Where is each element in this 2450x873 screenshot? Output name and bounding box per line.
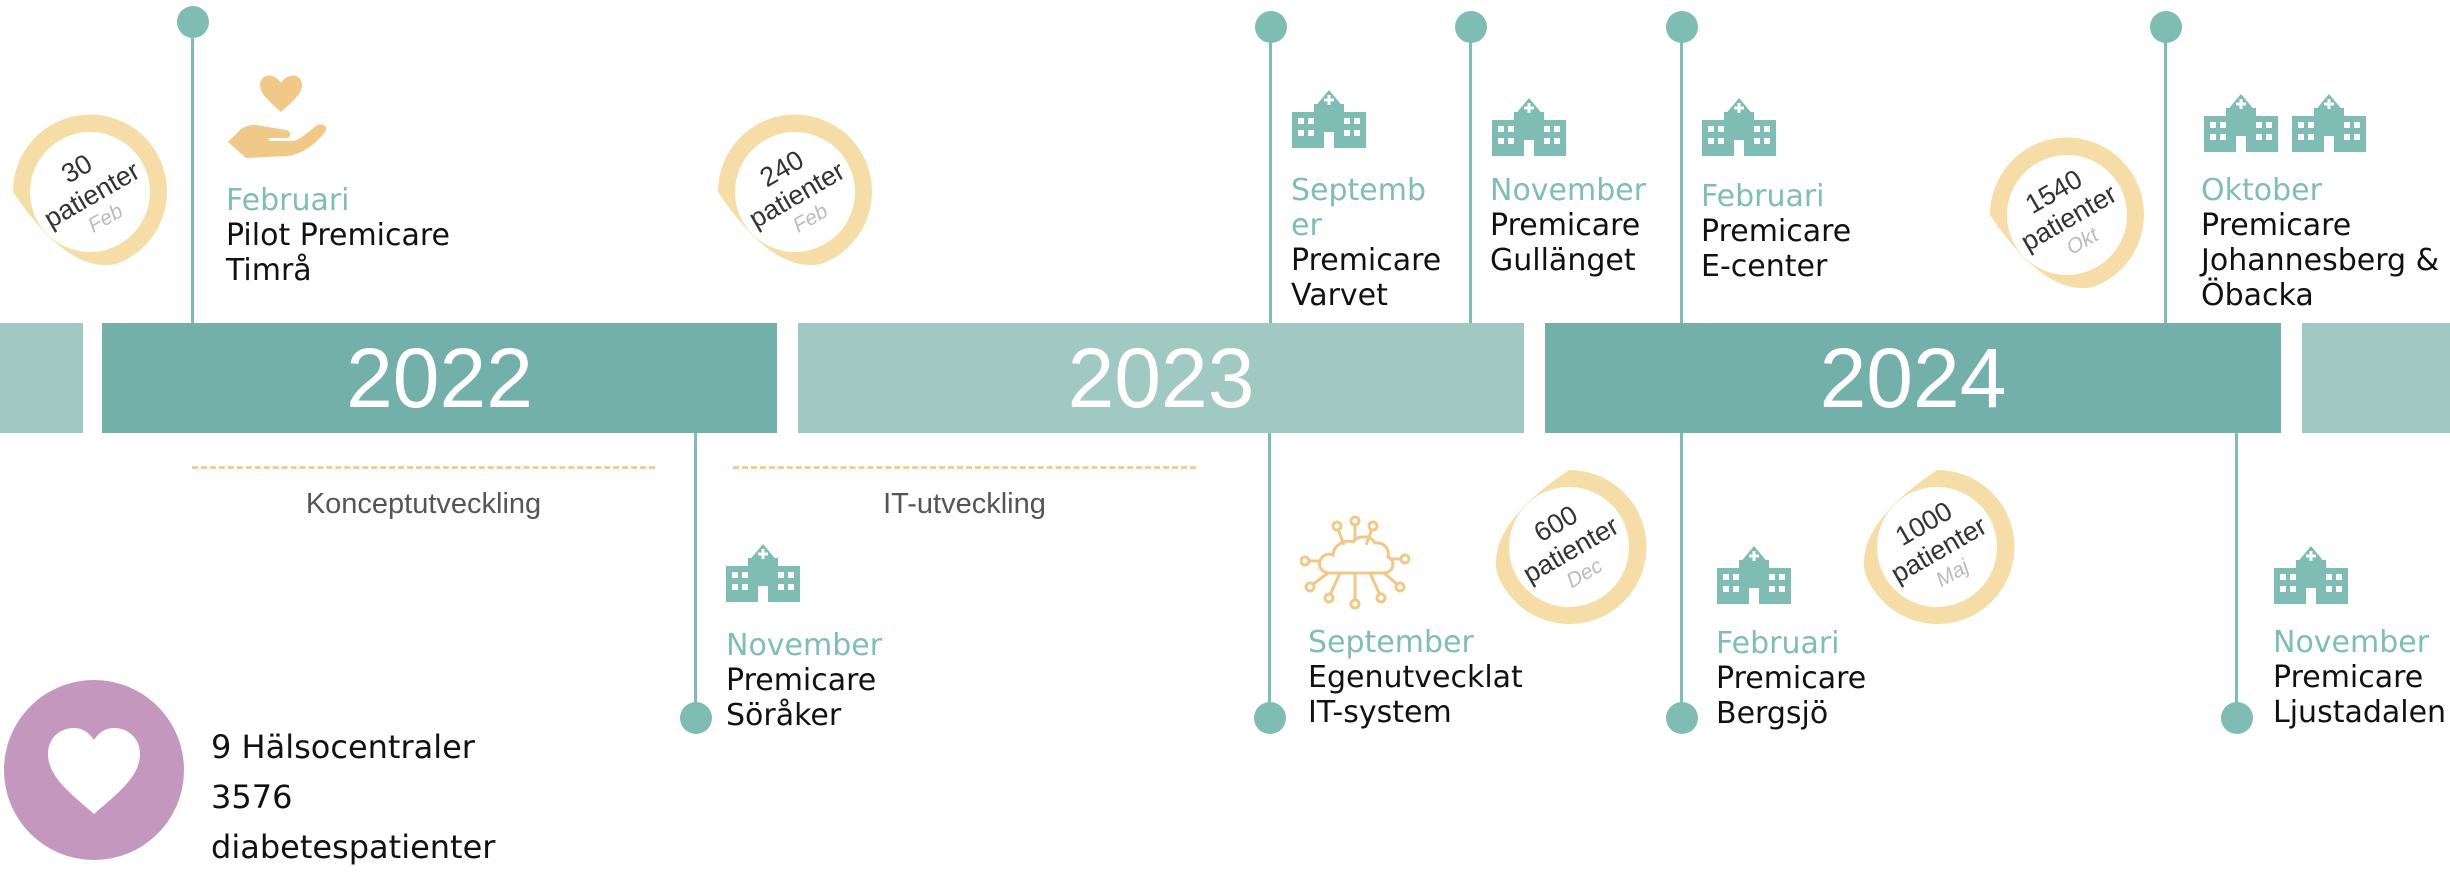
event-month: er	[1291, 208, 1322, 243]
event-line: Egenutvecklat	[1308, 660, 1523, 695]
connector-varvet	[1269, 27, 1272, 323]
it-phase-line	[733, 466, 1196, 469]
event-line: Pilot Premicare	[226, 218, 451, 253]
event-gullanget: November Premicare Gullänget	[1490, 173, 1646, 278]
event-line: Bergsjö	[1716, 696, 1829, 731]
event-line: E-center	[1701, 249, 1828, 284]
marker-ecenter	[1666, 11, 1698, 43]
event-month: November	[1490, 173, 1647, 208]
hospital-icon	[1702, 98, 1776, 156]
concept-phase-line	[192, 466, 655, 469]
event-month: Februari	[1716, 626, 1840, 661]
event-line: Premicare	[1716, 661, 1867, 696]
marker-bergsjo	[1666, 702, 1698, 734]
milestone-pin: 240 patienter Feb	[713, 110, 878, 275]
pin-shape	[12, 114, 167, 266]
hospital-icon	[726, 544, 800, 602]
event-line: Johannesberg &	[2201, 243, 2439, 278]
band-2023	[798, 323, 1524, 433]
marker-johannesberg	[2150, 11, 2182, 43]
connector-egen	[1268, 433, 1271, 718]
event-line: Gullänget	[1490, 243, 1636, 278]
connector-bergsjo	[1680, 433, 1683, 718]
marker-egen	[1254, 702, 1286, 734]
cloud-network-icon	[1300, 515, 1410, 610]
band-2024	[1545, 323, 2281, 433]
year-2022: 2022	[346, 330, 533, 425]
event-month: Septemb	[1291, 173, 1427, 208]
event-ljustadalen: November Premicare Ljustadalen	[2273, 625, 2446, 730]
heart-hand-icon	[228, 75, 327, 158]
hospital-icon	[2274, 546, 2348, 604]
year-2023: 2023	[1067, 330, 1255, 425]
marker-soraker	[680, 702, 712, 734]
event-month: November	[726, 628, 883, 663]
event-line: Premicare	[2273, 660, 2424, 695]
connector-johannesberg	[2164, 27, 2167, 323]
pin-shape	[1989, 137, 2144, 289]
event-pilot: Februari Pilot Premicare Timrå	[226, 183, 450, 288]
event-line: Premicare	[1701, 214, 1852, 249]
connector-gullanget	[1469, 27, 1472, 323]
event-line: Premicare	[1291, 243, 1442, 278]
pin-shape	[1495, 469, 1647, 624]
band-left-cap	[0, 323, 83, 433]
concept-phase-label: Konceptutveckling	[305, 488, 542, 520]
pin-shape	[717, 114, 872, 266]
event-line: Timrå	[226, 253, 312, 288]
event-egen: September Egenutvecklat IT-system	[1308, 625, 1523, 730]
heart-icon	[4, 680, 184, 860]
it-phase-label: IT-utveckling	[883, 488, 1046, 520]
milestone-pin: 1540 patienter Okt	[1985, 133, 2150, 298]
marker-varvet	[1255, 11, 1287, 43]
event-line: Söråker	[726, 698, 842, 733]
year-2024: 2024	[1819, 330, 2007, 425]
hospital-icon	[2292, 94, 2366, 152]
event-line: Premicare	[1490, 208, 1641, 243]
event-month: September	[1308, 625, 1474, 660]
event-bergsjo: Februari Premicare Bergsjö	[1716, 626, 1866, 731]
summary-centers: 9 Hälsocentraler	[211, 728, 475, 766]
event-month: Oktober	[2201, 173, 2322, 208]
hospital-icon	[1492, 98, 1566, 156]
event-line: Premicare	[726, 663, 877, 698]
event-month: Februari	[226, 183, 350, 218]
event-varvet: Septemb er Premicare Varvet	[1291, 173, 1441, 313]
summary: 9 Hälsocentraler 3576 diabetespatienter	[211, 722, 495, 872]
pin-shape	[1863, 469, 2015, 624]
hospital-icon	[2204, 94, 2278, 152]
event-soraker: November Premicare Söråker	[726, 628, 882, 733]
event-line: Öbacka	[2201, 278, 2314, 313]
marker-ljustadalen	[2221, 702, 2253, 734]
event-line: Ljustadalen	[2273, 695, 2447, 730]
milestone-pin: 1000 patienter Maj	[1855, 465, 2020, 630]
event-line: IT-system	[1308, 695, 1452, 730]
marker-gullanget	[1455, 11, 1487, 43]
connector-soraker	[694, 433, 697, 718]
connector-pilot	[191, 22, 194, 323]
band-right-cap	[2302, 323, 2450, 433]
connector-ljustadalen	[2235, 433, 2238, 718]
event-month: November	[2273, 625, 2430, 660]
connector-ecenter	[1680, 27, 1683, 323]
event-ecenter: Februari Premicare E-center	[1701, 179, 1851, 284]
event-line: Premicare	[2201, 208, 2352, 243]
event-month: Februari	[1701, 179, 1825, 214]
hospital-icon	[1717, 546, 1791, 604]
milestone-pin: 600 patienter Dec	[1487, 465, 1652, 630]
hospital-icon	[1292, 90, 1366, 148]
marker-pilot	[177, 6, 209, 38]
event-line: Varvet	[1291, 278, 1388, 313]
band-2022	[102, 323, 777, 433]
event-johannesberg: Oktober Premicare Johannesberg & Öbacka	[2201, 173, 2439, 313]
summary-label: diabetespatienter	[211, 828, 496, 866]
milestone-pin: 30 patienter Feb	[8, 110, 173, 275]
summary-count: 3576	[211, 778, 293, 816]
